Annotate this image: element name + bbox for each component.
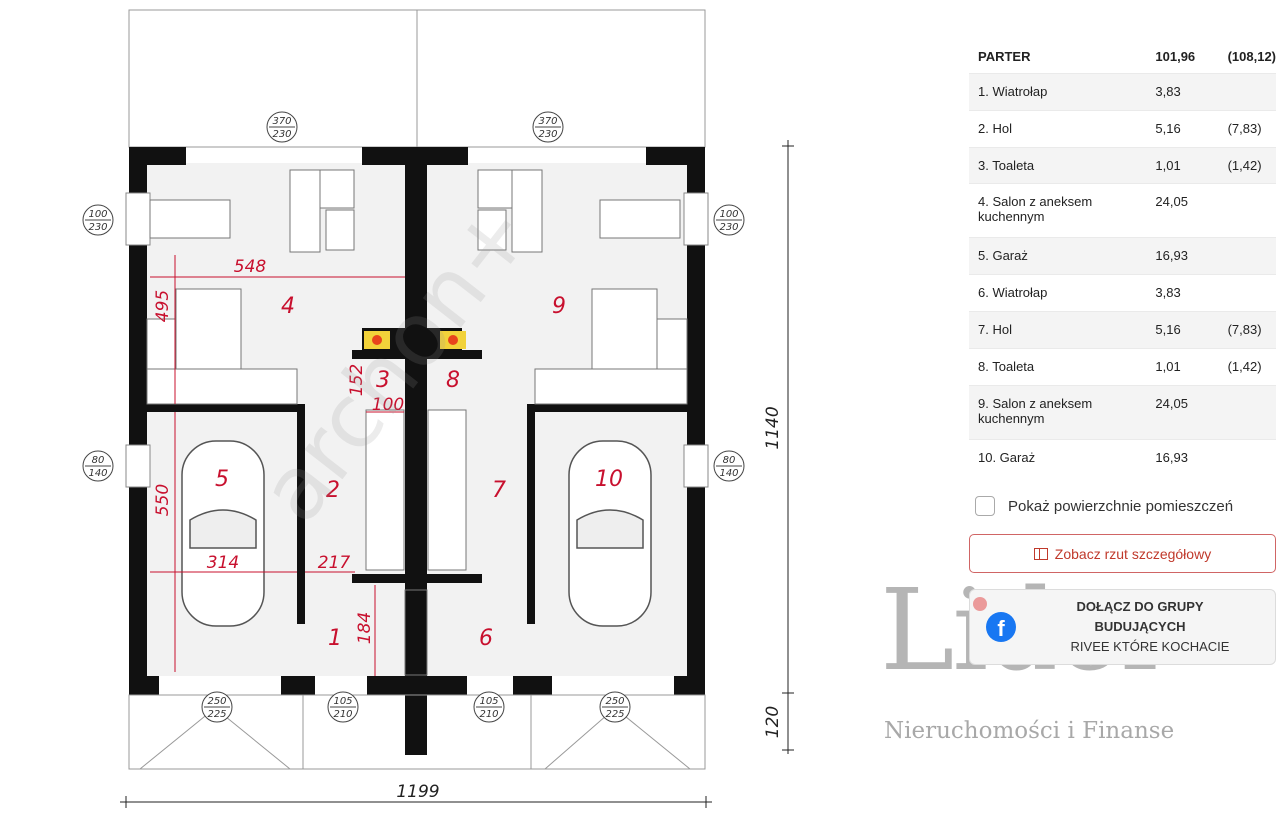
svg-text:210: 210 (333, 709, 352, 720)
dim-152: 152 (347, 364, 367, 396)
header-label: PARTER (978, 49, 1031, 64)
detailed-plan-label: Zobacz rzut szczegółowy (1054, 545, 1212, 562)
dim-height: 1140 (763, 406, 783, 449)
svg-text:230: 230 (272, 129, 291, 140)
table-row: 5. Garaż 16,93 (969, 237, 1276, 275)
room-10: 10 (595, 467, 623, 492)
table-row: 3. Toaleta 1,01 (1,42) (969, 147, 1276, 184)
furniture (146, 169, 688, 676)
svg-text:250: 250 (605, 696, 624, 707)
show-areas-label[interactable]: Pokaż powierzchnie pomieszczeń (1008, 497, 1234, 515)
show-areas-checkbox-row[interactable]: Pokaż powierzchnie pomieszczeń (975, 496, 1233, 516)
room-5: 5 (215, 467, 229, 492)
room-7: 7 (492, 478, 506, 503)
svg-text:140: 140 (719, 468, 738, 479)
table-row: 6. Wiatrołap 3,83 (969, 274, 1276, 312)
table-row: 8. Toaleta 1,01 (1,42) (969, 348, 1276, 385)
svg-text:225: 225 (605, 709, 624, 720)
svg-text:105: 105 (479, 696, 498, 707)
svg-text:230: 230 (88, 222, 107, 233)
dim-550: 550 (153, 484, 173, 516)
dim-184: 184 (355, 612, 375, 644)
svg-text:250: 250 (207, 696, 226, 707)
table-row: 2. Hol 5,16 (7,83) (969, 110, 1276, 147)
facebook-icon: f (986, 612, 1016, 642)
dimension-lines (120, 140, 794, 808)
room-9: 9 (552, 294, 566, 319)
group-line-2: BUDUJĄCYCH (1094, 619, 1186, 634)
svg-text:230: 230 (538, 129, 557, 140)
svg-text:225: 225 (207, 709, 226, 720)
svg-text:80: 80 (723, 455, 736, 466)
opening-markers (82, 111, 745, 723)
room-1: 1 (328, 626, 342, 651)
table-row: 1. Wiatrołap 3,83 (969, 73, 1276, 111)
svg-text:105: 105 (333, 696, 352, 707)
dim-495: 495 (153, 290, 173, 322)
header-alt: (108,12) (1227, 49, 1276, 64)
walls (129, 147, 705, 755)
area-table: PARTER 101,96 (108,12) 1. Wiatrołap 3,83… (969, 37, 1276, 476)
group-line-3: RIVEE KTÓRE KOCHACIE (1070, 639, 1230, 654)
svg-text:370: 370 (538, 116, 557, 127)
dim-100: 100 (372, 395, 404, 415)
room-2: 2 (326, 478, 340, 503)
plan-icon (1033, 547, 1048, 560)
svg-text:100: 100 (719, 209, 738, 220)
table-header: PARTER 101,96 (108,12) (969, 37, 1276, 74)
dim-porch: 120 (763, 706, 783, 738)
cars (181, 440, 652, 627)
table-row: 4. Salon z aneksem kuchennym 24,05 (969, 183, 1276, 238)
table-row: 7. Hol 5,16 (7,83) (969, 311, 1276, 349)
windows (125, 192, 709, 488)
svg-text:370: 370 (272, 116, 291, 127)
svg-text:230: 230 (719, 222, 738, 233)
room-3: 3 (376, 368, 390, 393)
svg-text:100: 100 (88, 209, 107, 220)
dim-width: 1199 (396, 782, 439, 802)
lider-dot-mark (973, 597, 987, 611)
svg-text:140: 140 (88, 468, 107, 479)
red-dimension-lines (150, 255, 405, 676)
lider-tagline: Nieruchomości i Finanse (884, 718, 1175, 744)
detailed-plan-button[interactable]: Zobacz rzut szczegółowy (969, 534, 1276, 573)
opening-labels: 370 230 370 230 100 230 100 230 80 140 8… (88, 116, 738, 720)
dim-548: 548 (234, 257, 267, 277)
room-8: 8 (446, 368, 460, 393)
table-row: 10. Garaż 16,93 (969, 439, 1276, 476)
floor-plan: 1199 1140 120 548 495 550 314 217 184 15… (82, 9, 794, 808)
dim-217: 217 (318, 553, 351, 573)
terrace-top (128, 9, 706, 148)
group-line-1: DOŁĄCZ DO GRUPY (1076, 599, 1204, 614)
svg-text:210: 210 (479, 709, 498, 720)
header-area: 101,96 (1155, 49, 1196, 64)
join-group-banner[interactable]: f DOŁĄCZ DO GRUPY BUDUJĄCYCH RIVEE KTÓRE… (969, 589, 1276, 665)
show-areas-checkbox[interactable] (975, 496, 995, 516)
fireplaces (364, 331, 466, 349)
svg-text:80: 80 (92, 455, 105, 466)
dim-314: 314 (207, 553, 239, 573)
table-row: 9. Salon z aneksem kuchennym 24,05 (969, 385, 1276, 440)
room-4: 4 (281, 294, 295, 319)
room-6: 6 (479, 626, 493, 651)
